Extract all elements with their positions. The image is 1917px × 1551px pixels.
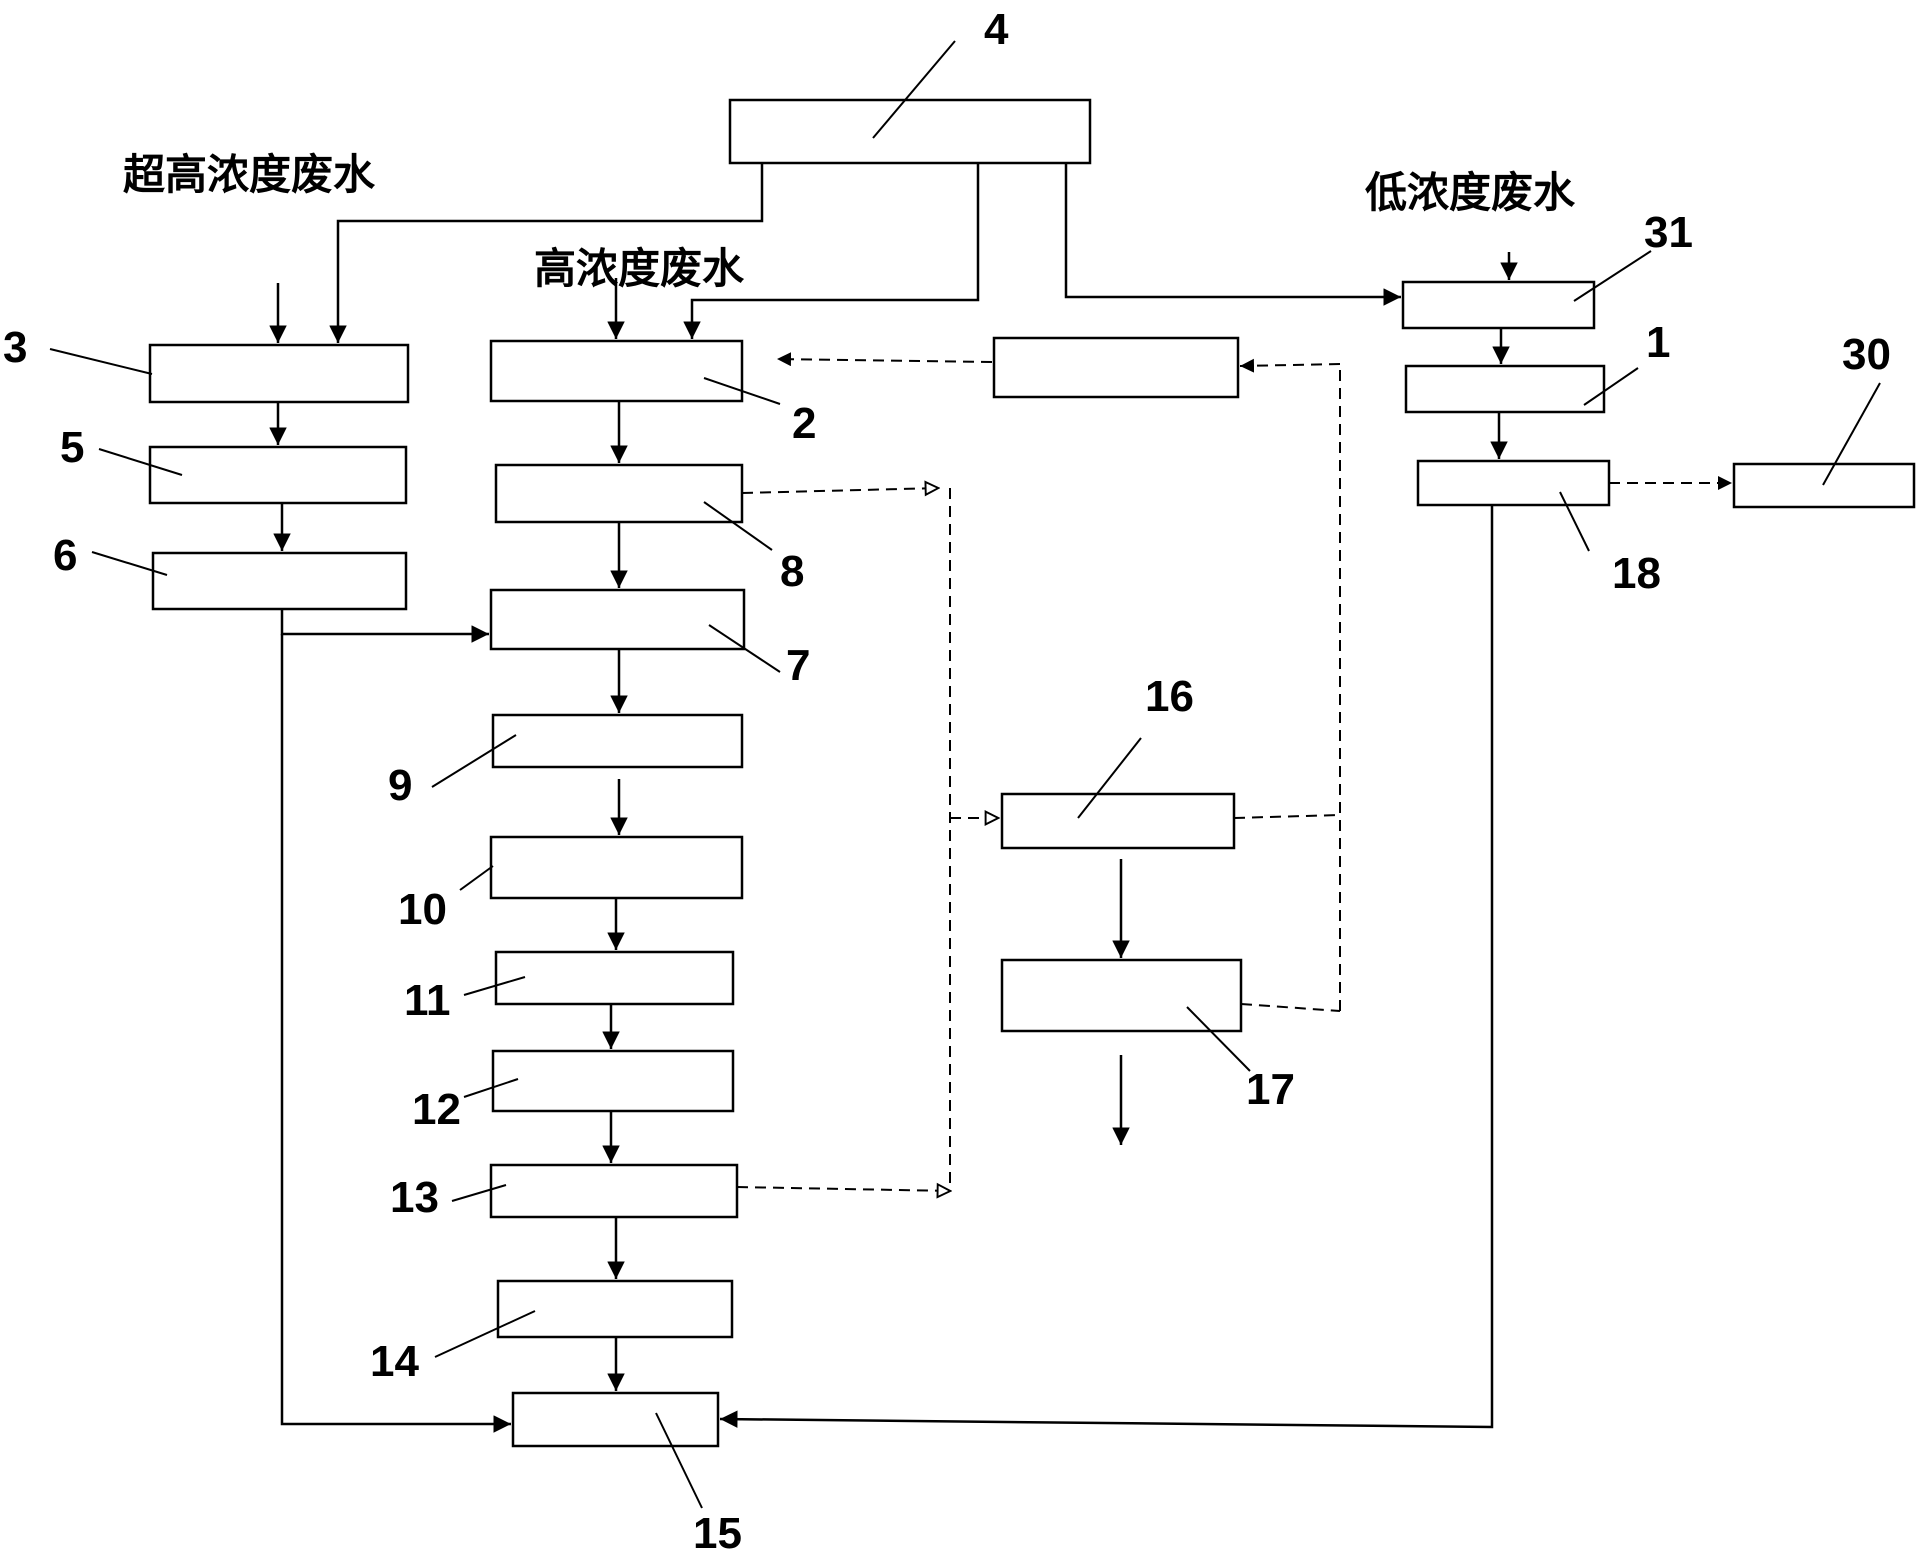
leader-4 (872, 40, 956, 139)
unlabeled-box (992, 336, 1240, 399)
leader-12 (463, 1078, 519, 1098)
leader-14 (434, 1310, 536, 1358)
label-high-concentration-wastewater: 高浓度废水 (534, 244, 745, 293)
number-3: 3 (3, 323, 27, 372)
leader-7 (708, 624, 781, 673)
leader-13 (451, 1184, 507, 1202)
number-4: 4 (984, 5, 1009, 54)
leader-2 (703, 377, 781, 405)
dashed-return-to-box (1239, 358, 1341, 373)
number-31: 31 (1644, 208, 1693, 257)
label-ultra-high-concentration-wastewater: 超高浓度废水 (123, 150, 376, 199)
leader-1 (1583, 367, 1639, 406)
number-14: 14 (370, 1337, 419, 1386)
flow-6-to-7 (280, 609, 489, 643)
unit-15-box (511, 1391, 720, 1448)
flow-4-to-31 (1064, 163, 1401, 306)
unit-18-box (1416, 459, 1611, 507)
number-8: 8 (780, 547, 804, 596)
unit-14-box (496, 1279, 734, 1339)
leader-8 (703, 501, 773, 551)
leader-15 (655, 1412, 703, 1509)
dashed-flow-16-right (1233, 814, 1341, 819)
leader-3 (49, 348, 153, 375)
unit-8-box (494, 463, 744, 524)
unit-10-box (489, 835, 744, 900)
unit-9-box (491, 713, 744, 769)
unit-30-box (1732, 462, 1916, 509)
number-16: 16 (1145, 672, 1194, 721)
leader-10 (459, 865, 494, 891)
unit-12-box (491, 1049, 735, 1113)
leader-9 (431, 734, 517, 788)
dashed-flow-8-to-16 (741, 488, 940, 493)
number-5: 5 (60, 423, 84, 472)
leader-31 (1573, 250, 1652, 302)
unit-6-box (151, 551, 408, 611)
number-11: 11 (404, 976, 451, 1025)
number-12: 12 (412, 1085, 461, 1134)
leader-17 (1186, 1006, 1251, 1072)
unit-13-box (489, 1163, 739, 1219)
unit-7-box (489, 588, 746, 651)
unit-17-box (1000, 958, 1243, 1033)
dashed-box-to-2 (776, 352, 993, 367)
number-30: 30 (1842, 330, 1891, 379)
leader-18 (1559, 491, 1590, 552)
unit-2-box (489, 339, 744, 403)
number-10: 10 (398, 885, 447, 934)
number-1: 1 (1646, 318, 1670, 367)
dashed-flow-17-right (1240, 1003, 1341, 1012)
unit-5-box (148, 445, 408, 505)
leader-6 (91, 551, 168, 576)
number-18: 18 (1612, 549, 1661, 598)
unit-16-box (1000, 792, 1236, 850)
flow-18-to-15 (719, 505, 1494, 1429)
unit-4-box (728, 98, 1092, 165)
number-15: 15 (693, 1509, 742, 1551)
unit-31-box (1401, 280, 1596, 330)
number-6: 6 (53, 531, 77, 580)
number-2: 2 (792, 399, 816, 448)
flow-6-to-15 (280, 634, 511, 1433)
number-9: 9 (388, 761, 412, 810)
number-7: 7 (786, 641, 810, 690)
label-low-concentration-wastewater: 低浓度废水 (1365, 168, 1576, 217)
dashed-flow-13-to-16 (736, 1187, 952, 1191)
unit-1-box (1404, 364, 1606, 414)
leader-16 (1077, 737, 1142, 819)
unit-3-box (148, 343, 410, 404)
leader-11 (463, 976, 526, 996)
number-13: 13 (390, 1173, 439, 1222)
unit-11-box (494, 950, 735, 1006)
leader-30 (1822, 382, 1881, 486)
flow-4-to-3 (329, 163, 764, 343)
number-17: 17 (1246, 1065, 1295, 1114)
leader-5 (98, 448, 183, 476)
flow-4-to-2 (683, 163, 980, 339)
